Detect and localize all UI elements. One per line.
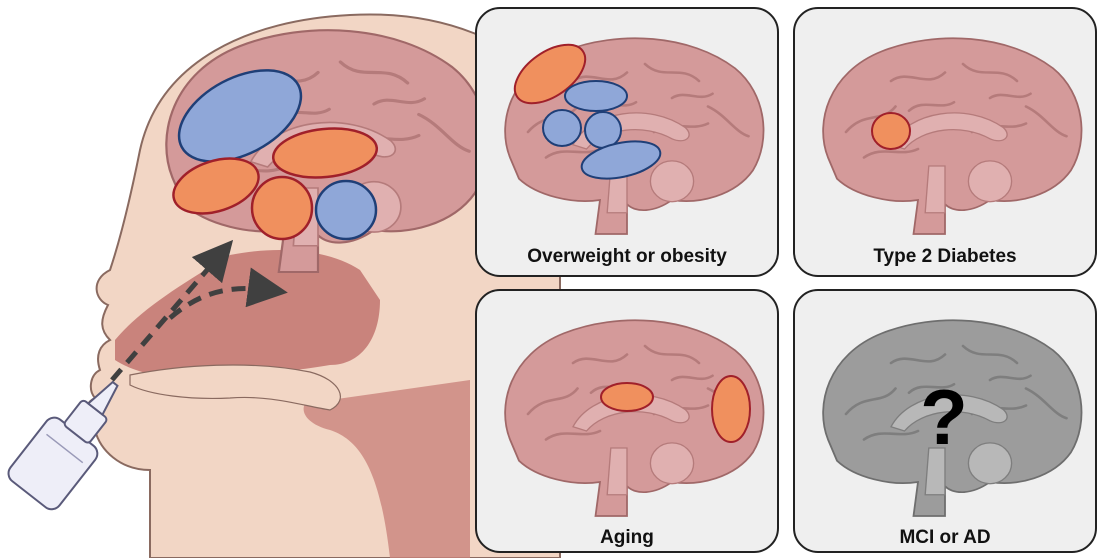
region-increase: [601, 383, 653, 411]
panel-label-diabetes: Type 2 Diabetes: [873, 246, 1016, 267]
region-decrease: [585, 112, 621, 148]
region-increase: [872, 113, 910, 149]
panel-diabetes: Type 2 Diabetes: [794, 8, 1096, 276]
region-decrease: [565, 81, 627, 111]
head-region-increase-3: [252, 177, 312, 239]
region-decrease: [543, 110, 581, 146]
region-increase: [712, 376, 750, 442]
panel-aging: Aging: [476, 290, 778, 552]
panel-label-aging: Aging: [600, 527, 654, 548]
panel-label-mci: MCI or AD: [899, 527, 990, 548]
panel-overweight: Overweight or obesity: [476, 8, 778, 276]
panel-mci: ? MCI or AD: [794, 290, 1096, 552]
head-region-decrease-2: [316, 181, 376, 239]
question-mark-icon: ?: [920, 373, 968, 461]
panel-label-overweight: Overweight or obesity: [527, 246, 727, 267]
